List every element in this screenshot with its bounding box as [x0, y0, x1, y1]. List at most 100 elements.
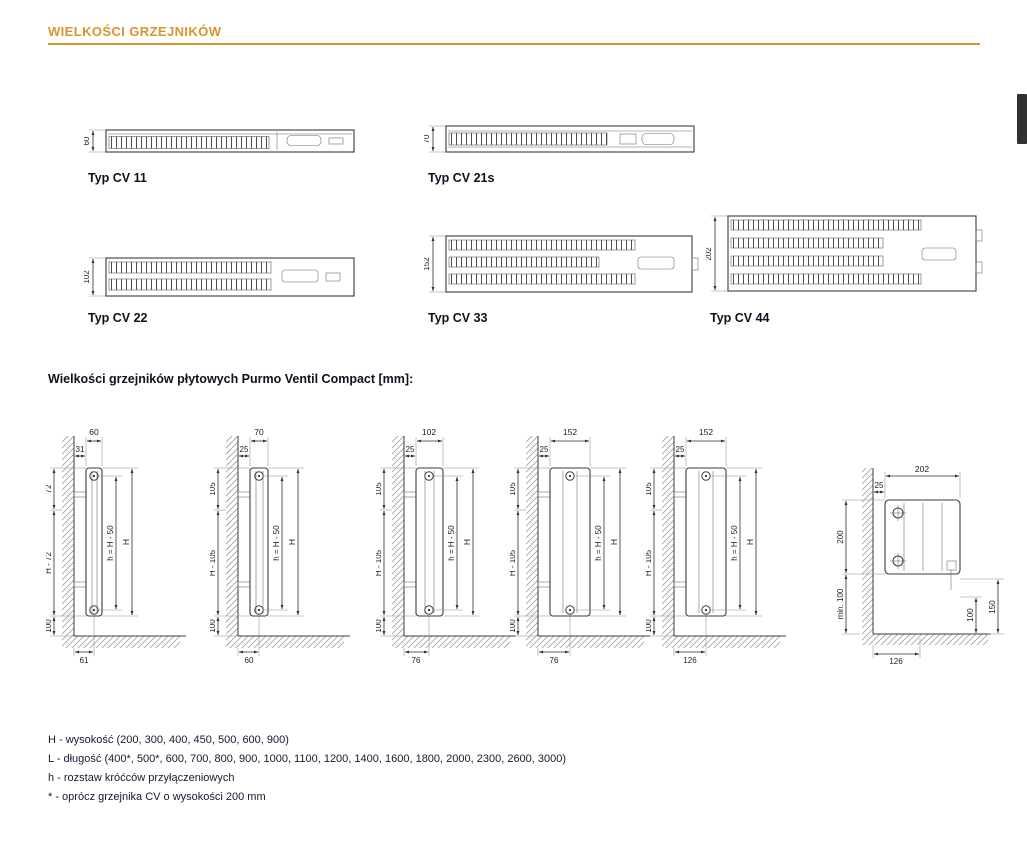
convector-fins	[730, 237, 884, 249]
bottom-dist-label: 76	[412, 656, 421, 665]
floor-seg-label: 100	[210, 619, 217, 633]
conn-spacing-label: h = H - 50	[730, 525, 739, 561]
bottom-connection	[89, 605, 99, 615]
height-label: H	[121, 539, 131, 545]
convector-fins	[448, 132, 608, 146]
bottom-dist-label: 126	[683, 656, 697, 665]
floor-seg-label: 100	[510, 619, 517, 633]
vent-connection	[254, 471, 264, 481]
top-seg-label: 72	[46, 484, 53, 493]
bracket-detail	[281, 269, 319, 283]
wall-bracket	[73, 581, 87, 588]
bottom-dist-label: 126	[889, 657, 903, 666]
offset-dim-label: 25	[240, 445, 249, 454]
convector-fins	[108, 261, 272, 274]
right-inner-label: 100	[966, 608, 975, 622]
conn-spacing-label: h = H - 50	[447, 525, 456, 561]
depth-dim-label: 152	[699, 427, 713, 437]
type-label-cv44: Typ CV 44	[710, 311, 770, 325]
legend-line-spacing: h - rozstaw króćców przyłączeniowych	[48, 772, 235, 784]
offset-dim-label: 25	[875, 481, 884, 490]
wall-bracket	[73, 491, 87, 498]
radiator-profile	[249, 467, 269, 617]
offset-dim-label: 25	[676, 445, 685, 454]
offset-dim-label: 31	[76, 445, 85, 454]
cv44-plan-drawing: 202	[706, 215, 983, 292]
cv22-side-drawing: 102 25 105 H - 105 100 h = H - 50 H 76	[376, 427, 516, 665]
depth-dim-label: 60	[84, 136, 91, 145]
side-view-cv21s: 70 25 105 H - 105 100 h = H - 50 H 60	[210, 422, 375, 667]
bracket-detail	[286, 135, 322, 146]
vent-connection	[89, 471, 99, 481]
height-label: H	[609, 539, 619, 545]
valve-detail	[946, 560, 957, 571]
offset-dim-label: 25	[406, 445, 415, 454]
dimension-lines	[52, 439, 134, 654]
floor-seg-label: 100	[646, 619, 653, 633]
section-heading: Wielkości grzejników płytowych Purmo Ven…	[48, 372, 414, 386]
convector-fins	[448, 273, 636, 285]
convector-fins	[730, 219, 922, 231]
cv11-side-drawing: 60 31 72 H - 72 100 h = H - 50 H 61	[46, 427, 186, 665]
dimension-lines	[844, 474, 1000, 656]
side-view-cv44: 152 25 105 H - 105 100 h = H - 50 H 126	[646, 422, 811, 667]
depth-dim-label: 152	[563, 427, 577, 437]
extension-lines	[89, 129, 106, 153]
conn-spacing-label: h = H - 50	[272, 525, 281, 561]
detail-view: 202 25 200 min. 100 100 150 126	[836, 462, 1021, 667]
legend-line-height: H - wysokość (200, 300, 400, 450, 500, 6…	[48, 734, 289, 746]
plan-view-cv21s: 70	[424, 122, 700, 166]
bottom-connection	[701, 605, 711, 615]
floor-seg-label: 100	[46, 619, 53, 633]
plan-view-cv33: 152	[424, 232, 706, 308]
depth-dim-label: 152	[424, 257, 431, 271]
radiator-profile	[85, 467, 103, 617]
cv21s-plan-drawing: 70	[424, 125, 695, 153]
extension-lines	[842, 472, 1004, 658]
convector-fins	[108, 278, 272, 291]
cv33-plan-drawing: 152	[424, 235, 699, 293]
legend-line-note: * - oprócz grzejnika CV o wysokości 200 …	[48, 791, 266, 803]
mid-seg-label: H - 105	[510, 549, 517, 576]
scan-artifact	[1017, 94, 1027, 144]
convector-fins	[108, 136, 270, 149]
floor-min-label: min. 100	[836, 588, 845, 619]
plan-view-cv11: 60	[84, 126, 360, 166]
vent-connection	[424, 471, 434, 481]
mid-seg-label: H - 105	[376, 549, 383, 576]
wall-hatch	[862, 468, 873, 645]
depth-dim-label: 70	[424, 134, 431, 143]
convector-fins	[448, 256, 600, 268]
extension-lines	[50, 437, 138, 656]
convector-fins	[730, 273, 922, 285]
conn-spacing-label: h = H - 50	[106, 525, 115, 561]
valve-tab	[975, 229, 983, 242]
side-view-cv22: 102 25 105 H - 105 100 h = H - 50 H 76	[376, 422, 541, 667]
side-view-cv33: 152 25 105 H - 105 100 h = H - 50 H 76	[510, 422, 675, 667]
depth-dim-label: 102	[84, 270, 91, 284]
cv21s-side-drawing: 70 25 105 H - 105 100 h = H - 50 H 60	[210, 427, 350, 665]
bracket-detail	[921, 247, 957, 261]
floor-hatch	[873, 634, 988, 645]
convector-fins	[730, 255, 884, 267]
type-label-cv11: Typ CV 11	[88, 171, 147, 185]
wall-hatch	[62, 436, 74, 648]
depth-dim-label: 202	[706, 247, 713, 261]
mid-seg-label: H - 105	[646, 549, 653, 576]
top-seg-label: 105	[510, 482, 517, 496]
mid-seg-label: H - 72	[46, 552, 53, 574]
bracket-detail	[619, 133, 637, 145]
type-label-cv33: Typ CV 33	[428, 311, 488, 325]
top-seg-label: 105	[376, 482, 383, 496]
bottom-dist-label: 61	[80, 656, 89, 665]
detail-drawing: 202 25 200 min. 100 100 150 126	[836, 464, 1004, 666]
plan-view-cv44: 202	[706, 212, 990, 308]
legend: H - wysokość (200, 300, 400, 450, 500, 6…	[48, 731, 566, 807]
radiator-profile	[884, 499, 961, 575]
convector-fins	[448, 239, 636, 251]
legend-line-length: L - długość (400*, 500*, 600, 700, 800, …	[48, 753, 567, 765]
valve-tab	[975, 261, 983, 274]
bracket-detail	[637, 256, 675, 270]
depth-dim-label: 102	[422, 427, 436, 437]
radiator-profile	[549, 467, 591, 617]
